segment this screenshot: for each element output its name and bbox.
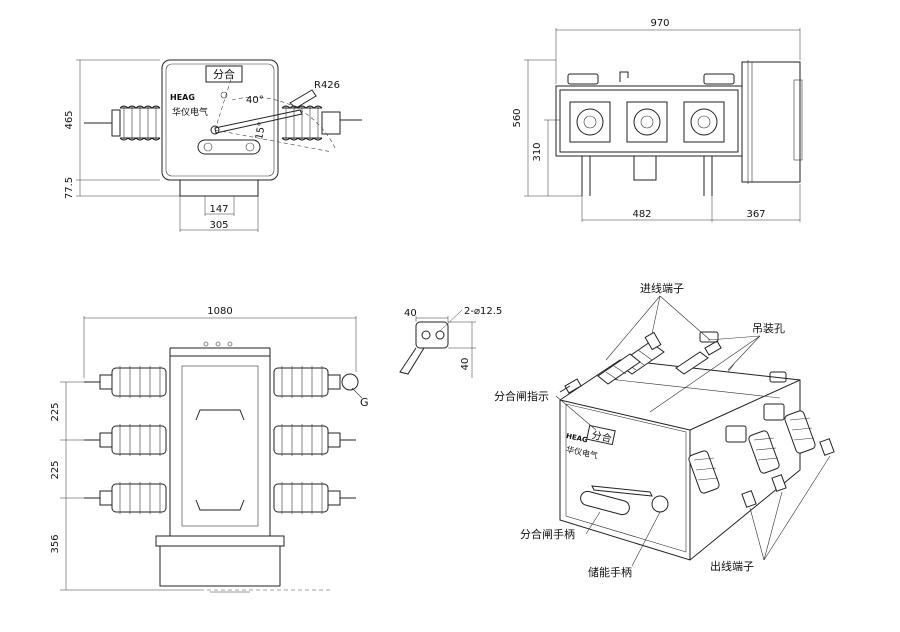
top-ground-mark: G [360, 396, 369, 409]
front-left-insulator [84, 105, 161, 141]
iso-indicator-window [586, 424, 616, 446]
top-dim-g3: 356 [50, 534, 61, 553]
top-view: G 1080 225 225 356 [50, 306, 369, 593]
bracket-dim-hole: 2-⌀12.5 [464, 306, 502, 317]
front-dim-angle2: 15° [254, 121, 268, 140]
front-brand-logo: HEAG [170, 93, 195, 102]
top-main-body [169, 355, 271, 537]
iso-storage-knob[interactable] [651, 495, 669, 513]
side-main-box [555, 85, 743, 157]
front-brand-cn: 华仪电气 [172, 106, 208, 118]
label-indicator: 分合闸指示 [494, 389, 549, 403]
side-bushing-2 [626, 101, 668, 143]
iso-slot [580, 490, 630, 516]
top-insulator-row-2 [84, 424, 356, 456]
front-dim-base: 77.5 [64, 177, 75, 199]
label-outlet-terminal: 出线端子 [710, 559, 754, 573]
side-dim-width: 970 [650, 18, 669, 29]
front-indicator-window [205, 65, 243, 83]
top-insulator-row-1 [84, 366, 359, 398]
front-view: 分合 HEAG 华仪电气 465 77.5 147 305 [64, 59, 362, 232]
bracket-dim-w: 40 [404, 308, 417, 319]
front-dim-angle: 40° [246, 95, 264, 106]
top-insulator-row-3 [84, 482, 356, 514]
iso-outlet-insulators [688, 403, 835, 508]
front-swing-arc [231, 96, 337, 151]
side-dim-height: 560 [512, 108, 523, 127]
side-dim-w1: 482 [632, 209, 651, 220]
front-handle[interactable] [214, 109, 303, 134]
front-dim-w2: 305 [209, 220, 228, 231]
front-stand [179, 179, 259, 197]
top-dim-width: 1080 [207, 306, 232, 317]
side-bushing-1 [569, 101, 611, 143]
label-inlet-terminal: 进线端子 [640, 281, 684, 295]
side-mechanism [741, 61, 801, 183]
iso-inlet-insulators [559, 331, 722, 394]
label-handle: 分合闸手柄 [520, 527, 575, 541]
side-dim-w2: 367 [746, 209, 765, 220]
label-lift-hole: 吊装孔 [752, 322, 785, 335]
side-bushing-3 [683, 101, 725, 143]
iso-indicator-text: 分合 [591, 428, 613, 445]
front-dim-radius: R426 [314, 80, 340, 91]
iso-view: 分合 HEAG 华仪电气 [494, 281, 835, 579]
bracket-plate [415, 321, 449, 349]
bracket-dim-h: 40 [460, 358, 471, 371]
iso-handle[interactable] [591, 485, 653, 497]
side-dim-h2: 310 [532, 142, 543, 161]
top-dim-g2: 225 [50, 460, 61, 479]
bracket-detail: 40 2-⌀12.5 40 [399, 306, 502, 378]
label-storage-handle: 储能手柄 [588, 565, 632, 579]
side-view: 970 560 310 482 367 [512, 18, 803, 222]
front-indicator-text: 分合 [213, 67, 235, 81]
front-dim-height: 465 [64, 110, 75, 129]
front-slot [197, 139, 261, 155]
front-dim-w1: 147 [209, 204, 228, 215]
top-dim-g1: 225 [50, 402, 61, 421]
